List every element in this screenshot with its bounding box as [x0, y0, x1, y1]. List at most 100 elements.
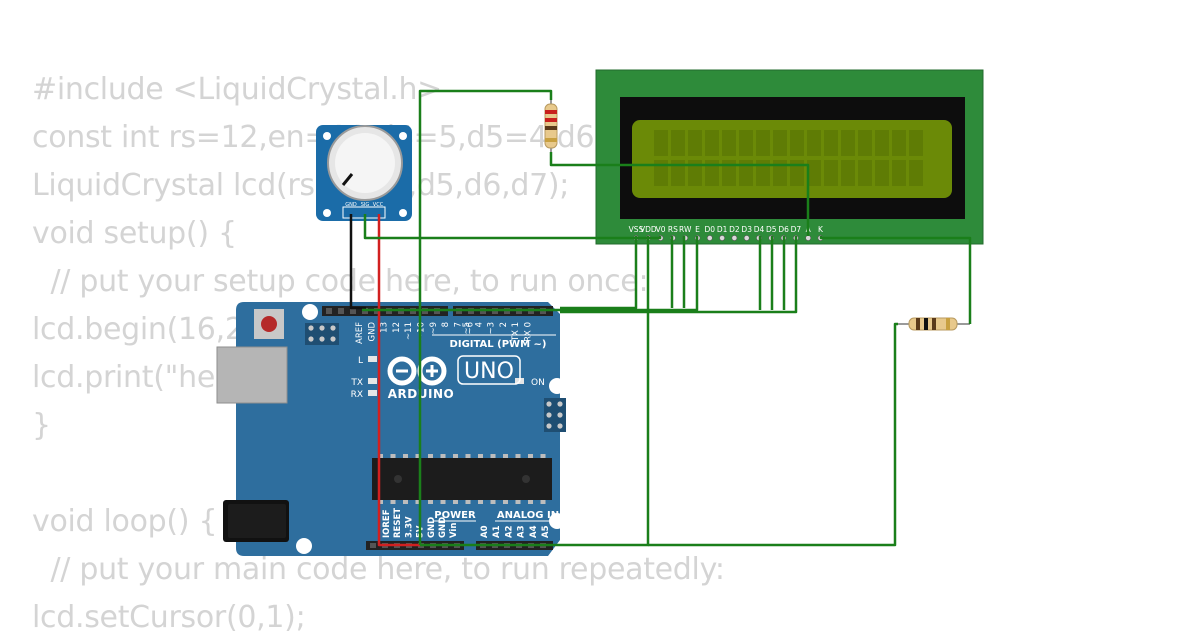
pot-mount-hole: [323, 209, 331, 217]
digital-pin-label: ~9: [429, 322, 439, 335]
power-label: POWER: [434, 510, 476, 521]
lcd-pin-label: D2: [729, 225, 740, 234]
lcd-pin-label: V0: [656, 225, 666, 234]
digital-pin-label: 7: [453, 322, 463, 327]
wires: [349, 89, 972, 547]
lcd-pin-label: D0: [705, 225, 716, 234]
reset-button-cap[interactable]: [261, 316, 277, 332]
led-l-label: L: [358, 356, 363, 366]
digital-pin-label: 13: [380, 322, 390, 333]
digital-pin-label: ~11: [404, 322, 414, 340]
analog-pin-label: A1: [492, 525, 502, 538]
resistor-backlight[interactable]: [898, 317, 970, 331]
pot-pin-label-vcc: VCC: [373, 202, 384, 208]
power-pin-label: IOREF: [382, 509, 392, 538]
code-line: // put your main code here, to run repea…: [32, 552, 725, 587]
lcd-char-cells: [654, 130, 923, 186]
power-pin-label: Vin: [449, 523, 459, 538]
resistor-contrast[interactable]: [544, 94, 558, 160]
lcd-pin-label: RS: [668, 225, 678, 234]
icsp-header: [305, 323, 339, 345]
wire-e[interactable]: [560, 236, 699, 312]
digital-pin-label: 4: [474, 322, 484, 327]
lcd-pin-label: VSS: [629, 225, 644, 234]
code-line: lcd.setCursor(0,1);: [32, 600, 306, 635]
lcd-pin-label: VDD: [640, 225, 657, 234]
lcd-pin[interactable]: [719, 235, 725, 241]
lcd-pin-label: D4: [754, 225, 765, 234]
code-line: }: [32, 408, 51, 443]
digital-pin-label: RX 0: [524, 322, 534, 342]
board-mount-hole: [549, 378, 565, 394]
lcd-pin-label: D7: [791, 225, 802, 234]
analog-pin-label: A5: [541, 525, 551, 538]
pot-mount-hole: [399, 132, 407, 140]
lcd-pin-label: D1: [717, 225, 728, 234]
uno-badge: [457, 355, 521, 385]
digital-header-label: DIGITAL (PWM ~): [450, 339, 547, 350]
wire-backlight-gnd[interactable]: [648, 322, 898, 547]
wire-pot-sig[interactable]: [363, 214, 662, 240]
power-pin-label: GND: [427, 517, 437, 538]
icsp-header-right: [544, 398, 566, 432]
lcd-pin[interactable]: [743, 235, 750, 241]
led-rx-label: RX: [351, 390, 363, 400]
lcd-pin-label: D3: [741, 225, 752, 234]
digital-pin-label: ~6: [466, 322, 476, 335]
pot-mount-hole: [399, 209, 407, 217]
power-pin-label: GND: [438, 517, 448, 538]
lcd-pin[interactable]: [731, 235, 738, 241]
power-pin-label: 3.3V: [404, 516, 414, 538]
digital-pin-label: ~5: [462, 322, 472, 335]
lcd-pin[interactable]: [706, 235, 713, 241]
lcd-pin-label: RW: [679, 225, 692, 234]
code-line: void loop() {: [32, 504, 218, 539]
digital-pin-label: ~10: [417, 322, 427, 340]
led-tx: [368, 378, 377, 384]
analog-pin-label: A2: [504, 525, 514, 538]
digital-pin-label: AREF: [355, 322, 365, 344]
wire-k[interactable]: [819, 236, 972, 324]
wire-pot-gnd[interactable]: [349, 214, 366, 310]
analog-pin-label: A3: [517, 525, 527, 538]
wire-resistor-a[interactable]: [549, 152, 810, 236]
code-line: // put your setup code here, to run once…: [32, 264, 649, 299]
wire-d7[interactable]: [560, 236, 798, 314]
wire-5v-resistor[interactable]: [418, 89, 553, 545]
digital-pin-label: 8: [441, 322, 451, 327]
lcd-pin-label: K: [818, 225, 824, 234]
wire-pot-vcc[interactable]: [377, 214, 420, 547]
pot-pin-label-sig: SIG: [361, 202, 370, 208]
pot-knob-indicator: [341, 173, 354, 186]
code-line: void setup() {: [32, 216, 237, 251]
led-rx: [368, 390, 377, 396]
pot-mount-hole: [323, 132, 331, 140]
analog-pin-label: A0: [480, 525, 490, 538]
digital-pin-label: GND: [367, 322, 377, 342]
digital-pin-label: ~3: [487, 322, 497, 335]
wire-vss[interactable]: [560, 236, 638, 310]
board-mount-hole: [302, 304, 318, 320]
lcd-pin-label: E: [695, 225, 700, 234]
board-mount-hole: [549, 513, 565, 529]
lcd-pin[interactable]: [805, 235, 812, 241]
analog-pin-label: A4: [529, 525, 539, 538]
led-on-label: ON: [531, 378, 545, 388]
pot-pin-label-gnd: GND: [345, 202, 357, 208]
board-model-label: UNO: [464, 359, 514, 384]
digital-pin-label: 2: [499, 322, 509, 327]
potentiometer[interactable]: GND SIG VCC: [316, 125, 412, 221]
code-line: #include <LiquidCrystal.h>: [32, 72, 443, 107]
led-l: [368, 356, 377, 362]
power-pin-label: RESET: [393, 508, 403, 538]
analog-label: ANALOG IN: [497, 510, 559, 521]
digital-pin-label: TX 1: [511, 322, 521, 342]
lcd-pin-label: D5: [766, 225, 777, 234]
code-line: lcd.begin(16,2);: [32, 312, 265, 347]
